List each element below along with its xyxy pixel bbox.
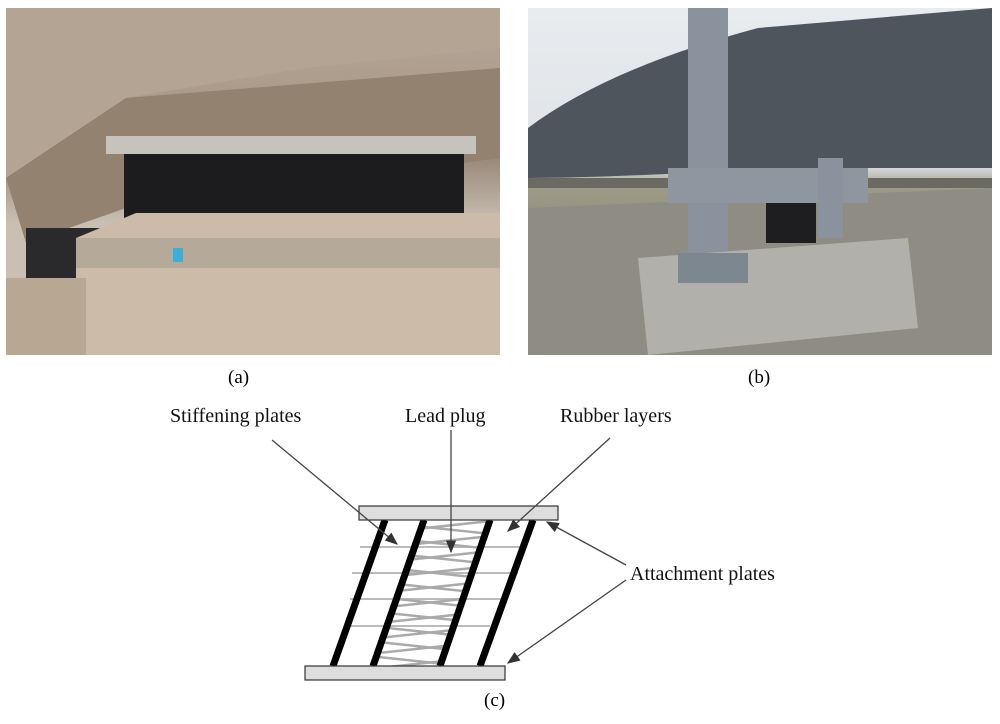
label-attachment-plates: Attachment plates <box>630 563 775 585</box>
label-lead-plug: Lead plug <box>405 405 486 427</box>
photo-pipeline-bearing <box>528 8 992 355</box>
caption-c: (c) <box>484 690 506 711</box>
leader-arrows <box>271 430 627 664</box>
label-stiffening-plates: Stiffening plates <box>170 405 302 427</box>
stiffening-plates <box>329 518 537 668</box>
bridge-bearing-illustration <box>6 8 500 355</box>
label-rubber-layers: Rubber layers <box>560 405 672 427</box>
caption-b: (b) <box>748 367 771 388</box>
photo-bridge-bearing <box>6 8 500 355</box>
pipeline-illustration <box>528 8 992 355</box>
caption-a: (a) <box>228 367 250 388</box>
bottom-attachment-plate <box>304 665 506 681</box>
